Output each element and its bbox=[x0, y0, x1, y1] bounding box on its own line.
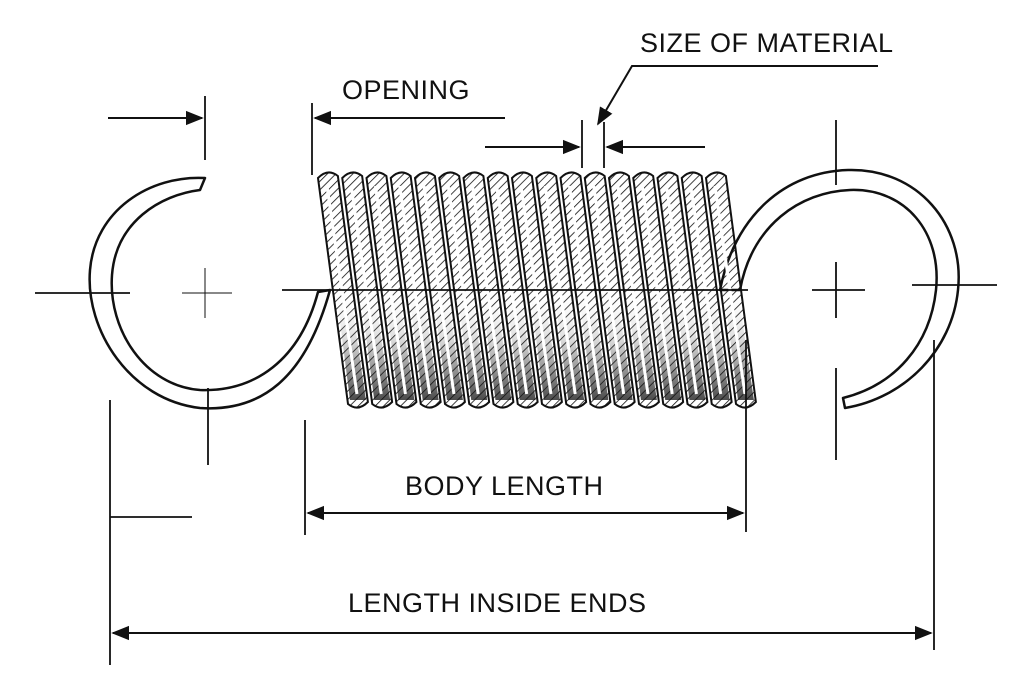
length-inside-ends-label: LENGTH INSIDE ENDS bbox=[348, 588, 647, 618]
right-hook-loop bbox=[718, 168, 960, 410]
opening-label: OPENING bbox=[342, 75, 470, 105]
material-leader bbox=[597, 65, 878, 126]
center-lines bbox=[35, 96, 997, 465]
size-of-material-label: SIZE OF MATERIAL bbox=[640, 28, 894, 58]
dimension-arrows bbox=[108, 65, 933, 641]
extension-lines bbox=[109, 103, 935, 665]
right-hook bbox=[718, 168, 960, 410]
body-length-label: BODY LENGTH bbox=[405, 471, 604, 501]
